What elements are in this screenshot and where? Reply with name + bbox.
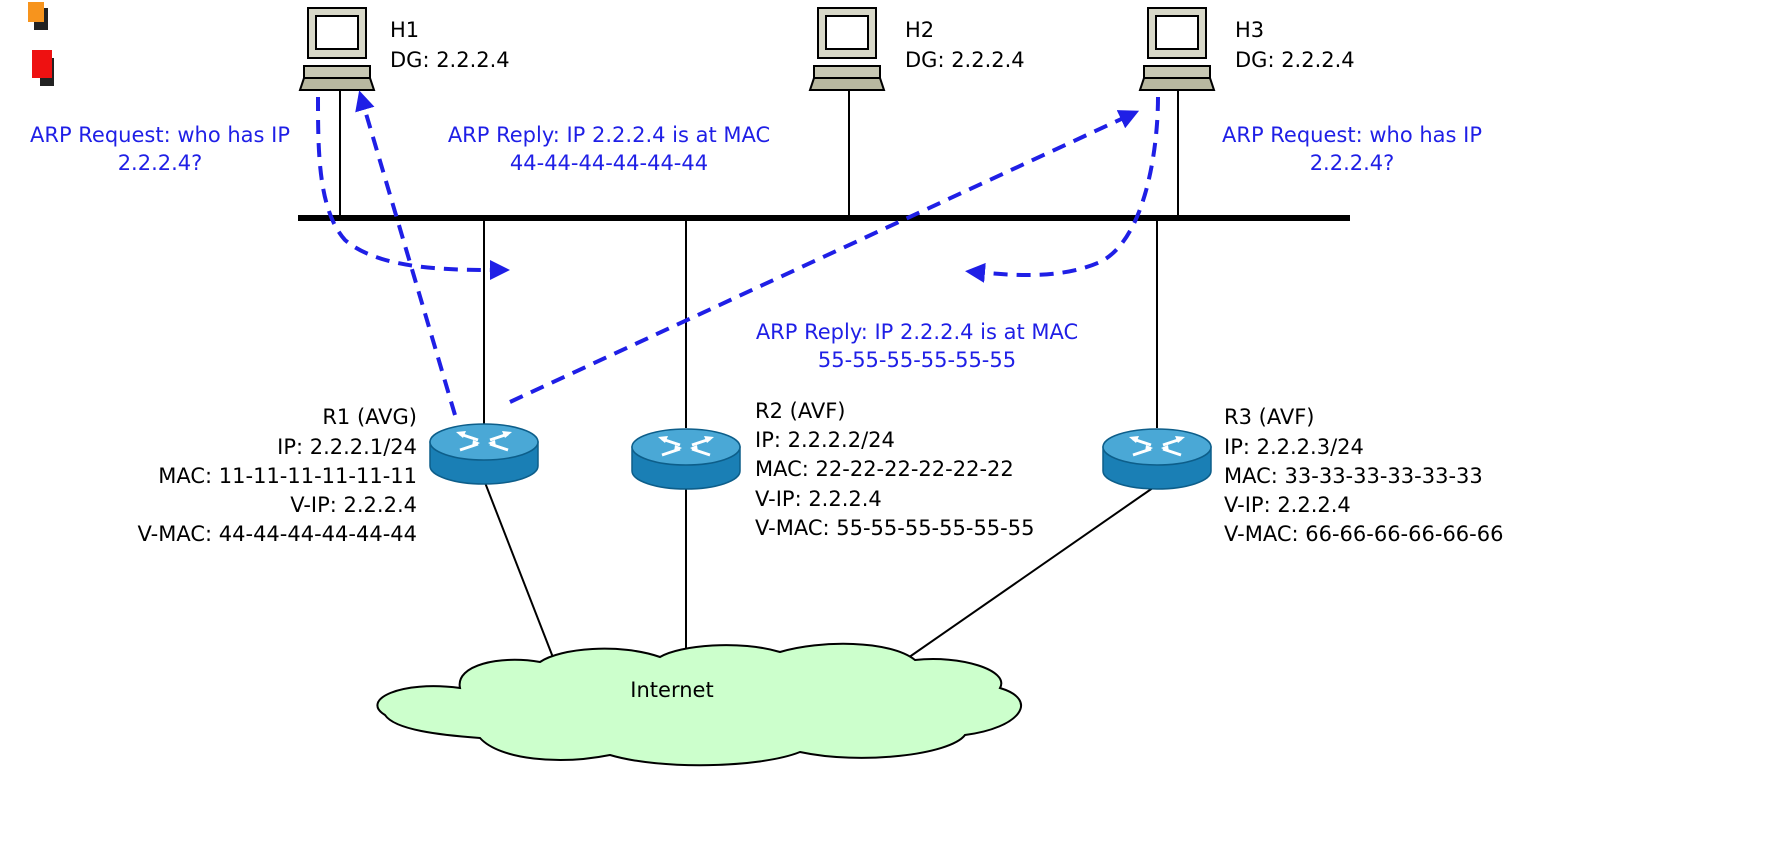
r1-internet-link [483,479,555,661]
h2-name: H2 [905,18,934,42]
r1-mac: MAC: 11-11-11-11-11-11 [158,464,417,488]
r1-vmac: V-MAC: 44-44-44-44-44-44 [138,522,417,546]
r2-name: R2 (AVF) [755,399,845,423]
h1-name: H1 [390,18,419,42]
r1-arp-reply-label-line1: ARP Reply: IP 2.2.2.4 is at MAC [448,123,770,147]
cloud-icon [376,642,1022,767]
h3-arp-request-label-line1: ARP Request: who has IP [1222,123,1482,147]
r3-vip: V-IP: 2.2.2.4 [1224,493,1351,517]
r3-internet-link [904,484,1158,661]
r2-arp-reply-label-line2: 55-55-55-55-55-55 [818,348,1016,372]
host-2-computer-icon [808,7,886,91]
r1-arp-reply-label-line2: 44-44-44-44-44-44 [510,151,708,175]
r2-arp-reply-label-line1: ARP Reply: IP 2.2.2.4 is at MAC [756,320,1078,344]
r2-mac: MAC: 22-22-22-22-22-22 [755,457,1014,481]
h3-gateway: DG: 2.2.2.4 [1235,48,1355,72]
r3-ip: IP: 2.2.2.3/24 [1224,435,1364,459]
router-3-icon [1102,428,1212,490]
r1-name: R1 (AVG) [322,405,417,429]
r3-name: R3 (AVF) [1224,405,1314,429]
r1-reply-to-h1-arrow [355,90,457,416]
h3-name: H3 [1235,18,1264,42]
h1-gateway: DG: 2.2.2.4 [390,48,510,72]
r3-mac: MAC: 33-33-33-33-33-33 [1224,464,1483,488]
r1-vip: V-IP: 2.2.2.4 [290,493,417,517]
h1-arp-request-label-line1: ARP Request: who has IP [30,123,290,147]
h2-gateway: DG: 2.2.2.4 [905,48,1025,72]
cloud-label: Internet [630,678,713,702]
orange-bullet-icon [28,2,48,30]
h1-arp-request-label-line2: 2.2.2.4? [118,151,203,175]
r2-vip: V-IP: 2.2.2.4 [755,487,882,511]
h3-arp-request-arrow [965,96,1160,283]
host-3-computer-icon [1138,7,1216,91]
h3-arp-request-label-line2: 2.2.2.4? [1310,151,1395,175]
red-bullet-icon [32,50,54,86]
r2-ip: IP: 2.2.2.2/24 [755,428,895,452]
router-1-icon [429,423,539,485]
h1-arp-request-arrow [316,96,510,280]
r1-ip: IP: 2.2.2.1/24 [277,435,417,459]
r2-vmac: V-MAC: 55-55-55-55-55-55 [755,516,1034,540]
router-2-icon [631,428,741,490]
host-1-computer-icon [298,7,376,91]
r3-vmac: V-MAC: 66-66-66-66-66-66 [1224,522,1503,546]
